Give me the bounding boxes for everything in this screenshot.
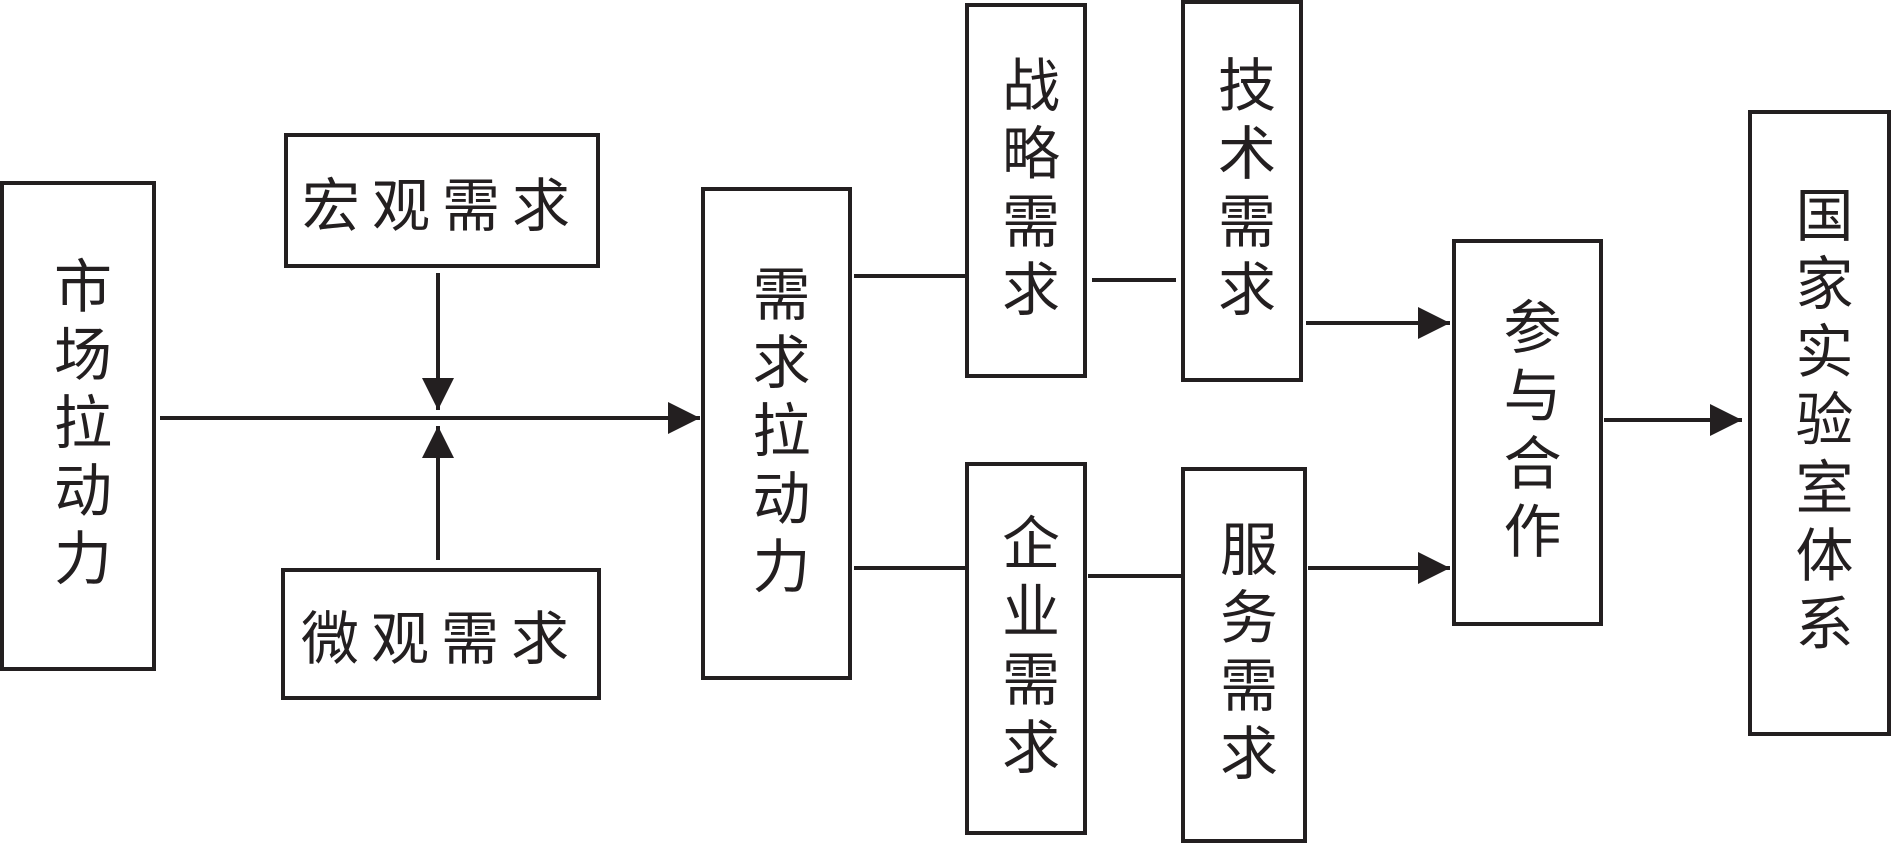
strategic-demand-box: 战略需求 — [965, 3, 1087, 378]
technical-demand-box: 技术需求 — [1181, 0, 1303, 382]
participation-cooperation-box: 参与合作 — [1452, 239, 1603, 626]
micro-demand-box: 微观需求 — [281, 568, 601, 700]
enterprise-demand-box: 企业需求 — [965, 462, 1087, 835]
demand-pull-box: 需求拉动力 — [701, 187, 852, 680]
macro-demand-box: 宏观需求 — [284, 133, 600, 268]
market-pull-box: 市场拉动力 — [0, 181, 156, 671]
national-lab-system-box: 国家实验室体系 — [1748, 110, 1891, 736]
service-demand-box: 服务需求 — [1181, 467, 1307, 843]
